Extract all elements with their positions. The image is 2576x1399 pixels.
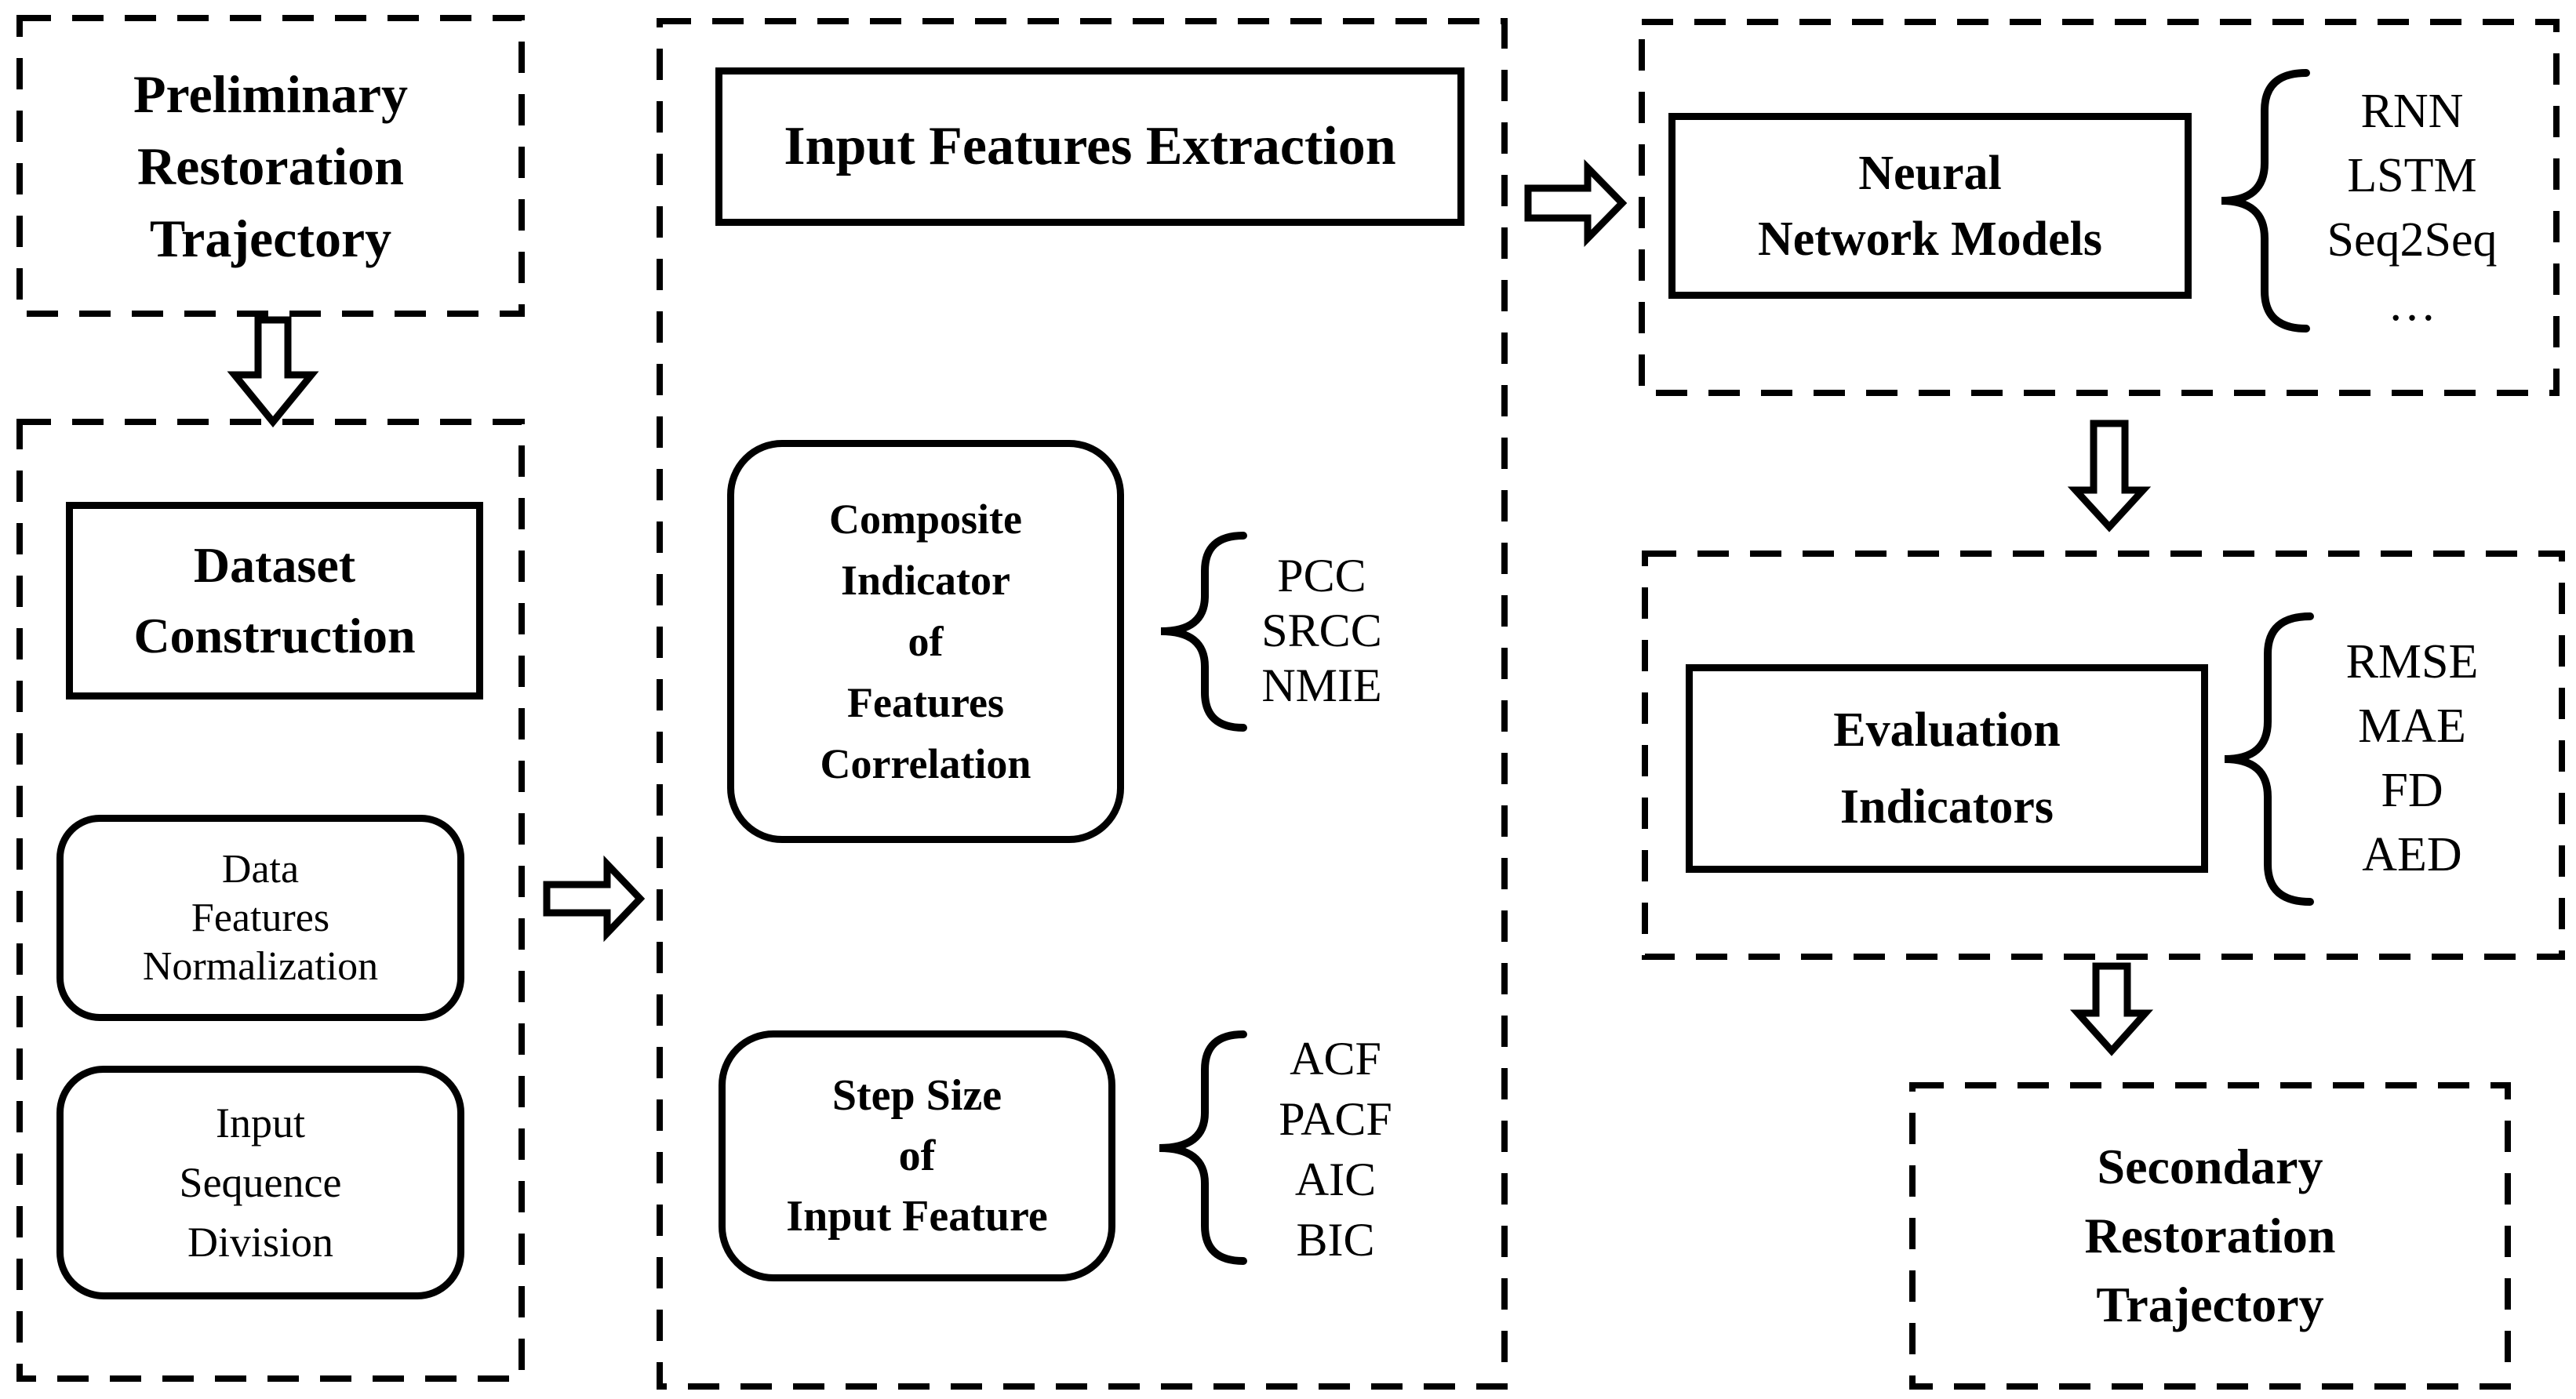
method-item: PACF	[1279, 1093, 1392, 1145]
brace-icon-evaluation	[2224, 612, 2314, 906]
text-line: Evaluation	[1833, 703, 2061, 757]
text-line: Features	[847, 679, 1004, 726]
method-item: PCC	[1277, 550, 1366, 601]
features-stage-dashed-border	[657, 18, 1508, 1390]
text-line: Correlation	[820, 740, 1031, 787]
text-line: Features	[191, 895, 330, 940]
text-line: Restoration	[137, 136, 404, 196]
method-item: FD	[2381, 764, 2443, 817]
step-size-box: Step Size of Input Feature	[719, 1030, 1115, 1281]
text-line: Construction	[133, 608, 416, 663]
method-item: LSTM	[2347, 149, 2477, 202]
preliminary-trajectory-box: Preliminary Restoration Trajectory	[20, 18, 522, 314]
text-line: Dataset	[193, 537, 356, 593]
dataset-stage-dashed-border	[16, 419, 525, 1382]
text-line: Trajectory	[2096, 1277, 2324, 1332]
method-item: NMIE	[1261, 660, 1382, 711]
text-line: Data	[221, 846, 300, 892]
correlation-methods-list: PCC SRCC NMIE	[1224, 548, 1420, 713]
secondary-trajectory-box: Secondary Restoration Trajectory	[1912, 1085, 2508, 1386]
models-stage-dashed-border	[1639, 19, 2560, 396]
secondary-stage-dashed-border	[1909, 1082, 2511, 1390]
text-line: Normalization	[142, 943, 379, 989]
method-item: RNN	[2360, 85, 2464, 138]
arrow-down-icon-preliminary-to-dataset	[227, 316, 319, 428]
text-line: Step Size	[831, 1070, 1002, 1120]
text-line: Network Models	[1757, 212, 2103, 266]
arrow-right-icon-dataset-to-features	[543, 855, 646, 943]
input-features-extraction-header: Input Features Extraction	[715, 67, 1464, 226]
method-item: SRCC	[1261, 605, 1382, 656]
text-line: Sequence	[179, 1159, 342, 1206]
text-line: Neural	[1858, 146, 2002, 200]
text-line: Trajectory	[149, 208, 392, 268]
text-line: Restoration	[2084, 1208, 2336, 1263]
method-item: ACF	[1290, 1033, 1381, 1085]
preliminary-stage-dashed-border	[16, 15, 525, 317]
data-features-normalization-step: Data Features Normalization	[56, 815, 464, 1021]
arrow-down-icon-models-to-evaluation	[2067, 420, 2152, 532]
arrow-down-icon-evaluation-to-secondary	[2069, 962, 2154, 1056]
text-line: Division	[187, 1219, 334, 1266]
composite-indicator-box: Composite Indicator of Features Correlat…	[727, 440, 1124, 843]
evaluation-stage-dashed-border	[1642, 551, 2565, 960]
brace-icon-models	[2221, 69, 2310, 332]
method-item: AIC	[1294, 1154, 1377, 1205]
text-line: Input Features Extraction	[784, 116, 1396, 176]
text-line: of	[898, 1131, 936, 1180]
method-item: BIC	[1296, 1214, 1375, 1266]
text-line: of	[908, 618, 944, 665]
method-item: …	[2388, 278, 2436, 331]
evaluation-indicators-header: Evaluation Indicators	[1686, 664, 2208, 873]
brace-icon-correlation	[1160, 532, 1247, 732]
text-line: Input Feature	[786, 1191, 1048, 1241]
method-item: Seq2Seq	[2327, 213, 2498, 267]
dataset-construction-header: Dataset Construction	[66, 502, 483, 700]
text-line: Indicators	[1839, 780, 2054, 834]
model-types-list: RNN LSTM Seq2Seq …	[2314, 78, 2510, 337]
method-item: MAE	[2358, 700, 2466, 753]
stepsize-methods-list: ACF PACF AIC BIC	[1235, 1029, 1435, 1270]
arrow-right-icon-features-to-models	[1524, 158, 1628, 248]
text-line: Preliminary	[133, 64, 408, 124]
text-line: Input	[216, 1099, 305, 1146]
text-line: Secondary	[2097, 1139, 2323, 1194]
input-sequence-division-step: Input Sequence Division	[56, 1066, 464, 1299]
text-line: Composite	[829, 496, 1022, 543]
brace-icon-stepsize	[1159, 1030, 1247, 1265]
method-item: AED	[2362, 828, 2462, 881]
neural-network-models-header: Neural Network Models	[1668, 113, 2192, 299]
text-line: Indicator	[841, 557, 1010, 604]
method-item: RMSE	[2345, 635, 2479, 689]
evaluation-metrics-list: RMSE MAE FD AED	[2314, 629, 2510, 888]
